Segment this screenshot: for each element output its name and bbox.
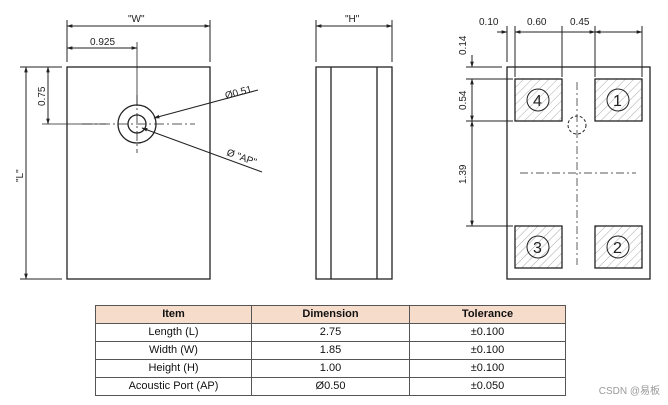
cell-item: Acoustic Port (AP) [95, 377, 252, 396]
pad-4 [514, 78, 563, 122]
top-view-body [66, 66, 211, 280]
height-label: "H" [345, 14, 360, 25]
cell-dimension: Ø0.50 [251, 377, 410, 396]
header-tolerance: Tolerance [409, 305, 566, 324]
table-header-row: Item Dimension Tolerance [95, 305, 566, 324]
dim-pad-width: 0.45 [570, 17, 590, 28]
port-outer-circle [117, 104, 157, 144]
table-row: Length (L) 2.75 ±0.100 [95, 323, 566, 342]
pin-4-label: 4 [533, 93, 542, 110]
header-item: Item [95, 305, 252, 324]
cell-tolerance: ±0.100 [409, 323, 566, 342]
pin-3-label: 3 [533, 240, 542, 257]
dim-left-margin: 0.10 [479, 17, 499, 28]
dim-pad-pitch-x: 0.60 [527, 17, 547, 28]
dimension-table: Item Dimension Tolerance Length (L) 2.75… [95, 305, 566, 396]
pin-2-label: 2 [613, 240, 622, 257]
dim-top-margin: 0.14 [458, 35, 469, 55]
pin-1-label: 1 [613, 93, 622, 110]
port-diameter-label: Ø "AP" [225, 147, 258, 168]
cell-tolerance: ±0.100 [409, 341, 566, 360]
cell-dimension: 2.75 [251, 323, 410, 342]
pad-2 [594, 225, 643, 269]
cell-dimension: 1.00 [251, 359, 410, 378]
port-offset-x-label: 0.925 [90, 37, 115, 48]
bottom-view [466, 26, 651, 280]
side-view [315, 20, 393, 280]
pad-3 [514, 225, 563, 269]
dim-pad-pitch-y: 1.39 [458, 164, 469, 184]
port-offset-y-label: 0.75 [37, 86, 48, 106]
acoustic-port-circle [127, 114, 147, 134]
watermark: CSDN @易板 [598, 386, 660, 397]
width-label: "W" [128, 14, 145, 25]
outer-diameter-label: Ø0.51 [224, 84, 254, 102]
cell-item: Width (W) [95, 341, 252, 360]
table-row: Height (H) 1.00 ±0.100 [95, 359, 566, 378]
pad-1 [594, 78, 643, 122]
side-view-body [315, 66, 393, 280]
cell-item: Length (L) [95, 323, 252, 342]
cell-dimension: 1.85 [251, 341, 410, 360]
cell-tolerance: ±0.100 [409, 359, 566, 378]
cell-item: Height (H) [95, 359, 252, 378]
cell-tolerance: ±0.050 [409, 377, 566, 396]
table-row: Width (W) 1.85 ±0.100 [95, 341, 566, 360]
dim-pad-height: 0.54 [458, 90, 469, 110]
table-row: Acoustic Port (AP) Ø0.50 ±0.050 [95, 377, 566, 396]
mechanical-drawing: "W" 0.925 0.75 "L" Ø0.51 Ø "AP" "H" [15, 14, 651, 280]
bottom-view-body [506, 66, 651, 280]
top-view [20, 20, 263, 280]
header-dimension: Dimension [251, 305, 410, 324]
length-label: "L" [15, 169, 26, 182]
